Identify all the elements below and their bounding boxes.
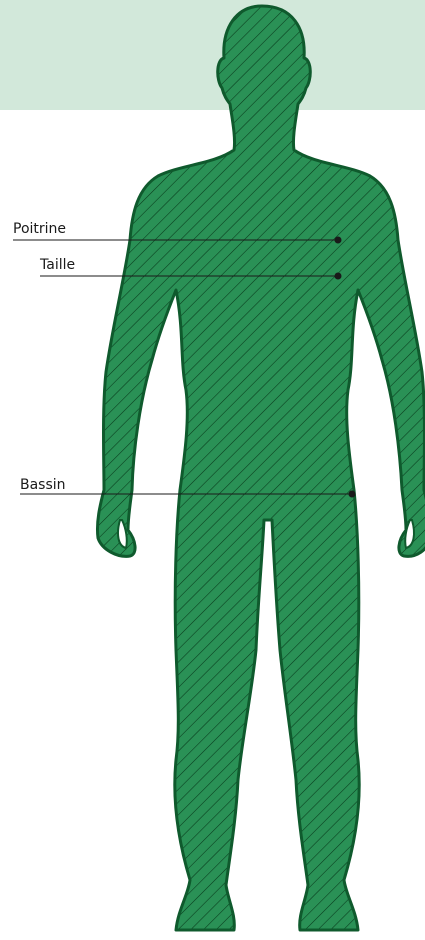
body-silhouette — [97, 6, 425, 930]
waist-label: Taille — [40, 257, 75, 273]
chest-marker — [335, 237, 342, 244]
hips-label: Bassin — [20, 477, 66, 493]
hips-marker — [349, 491, 356, 498]
waist-marker — [335, 273, 342, 280]
chest-label: Poitrine — [13, 221, 66, 237]
